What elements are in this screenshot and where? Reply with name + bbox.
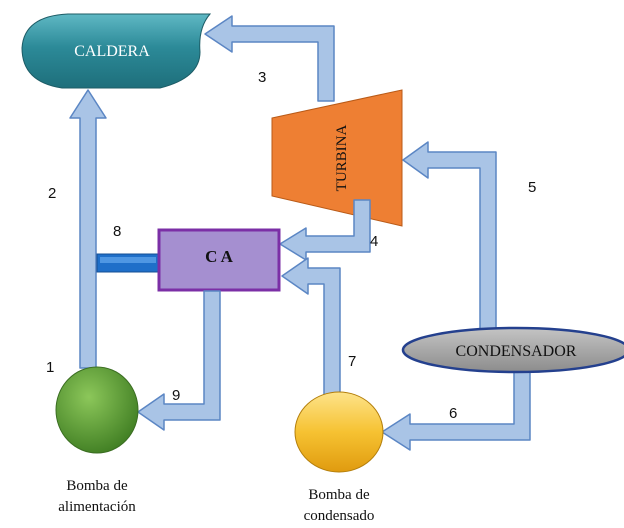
stream-number-5: 5 (528, 179, 536, 196)
stream-8-connector-highlight (100, 257, 156, 263)
condenser-label: CONDENSADOR (456, 343, 577, 360)
stream-3-arrow (204, 15, 335, 102)
boiler-label: CALDERA (74, 43, 150, 60)
boiler-shape (21, 13, 212, 89)
turbine-shape (271, 89, 403, 227)
stream-number-3: 3 (258, 69, 266, 86)
stream-number-8: 8 (113, 223, 121, 240)
feed-pump-label-line2: alimentación (58, 499, 136, 515)
stream-number-9: 9 (172, 387, 180, 404)
condenser-shape (401, 326, 624, 374)
stream-6-arrow (381, 369, 531, 451)
condensate-pump-shape (294, 391, 384, 473)
stream-5-arrow (402, 141, 497, 331)
stream-4-arrow (279, 199, 371, 261)
heater-box (157, 228, 281, 292)
condensate-pump-label-line2: condensado (304, 508, 375, 524)
stream-number-6: 6 (449, 405, 457, 422)
stream-number-7: 7 (348, 353, 356, 370)
stream-7-arrow (281, 257, 341, 399)
stream-number-2: 2 (48, 185, 56, 202)
feed-pump-label-line1: Bomba de (66, 478, 128, 494)
condensate-pump-label-line1: Bomba de (308, 487, 370, 503)
feed-pump-shape (55, 366, 139, 454)
heater-label: C A (205, 247, 234, 266)
stream-number-4: 4 (370, 233, 378, 250)
stream-2-arrow (69, 89, 107, 369)
stream-9-arrow (137, 290, 221, 431)
turbine-label: TURBINA (334, 125, 350, 192)
stream-number-1: 1 (46, 359, 54, 376)
